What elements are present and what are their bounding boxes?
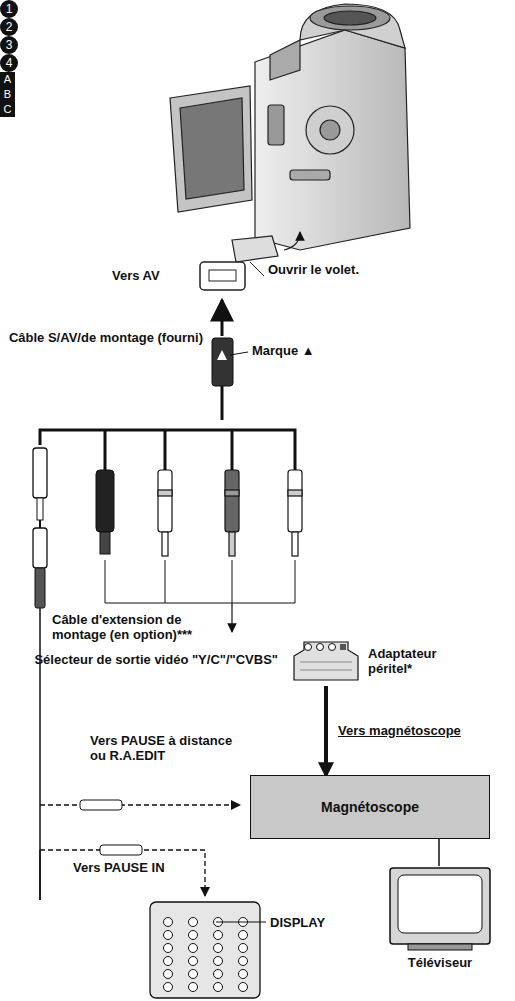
node-label: Magnétoscope [321,800,419,815]
callout-number: 4 [0,54,18,72]
jack-label: Vers PAUSE à distance ou R.A.EDIT [90,733,240,763]
remote-button [164,944,173,953]
remote-button [164,931,173,940]
remote-button [164,918,173,927]
tv-set: Téléviseur [388,866,492,970]
cable-label: Câble d'extension de montage (en option)… [52,612,222,642]
remote-button [239,931,248,940]
remote-button [189,970,198,979]
callout-number: 1 [0,0,18,18]
button-label: DISPLAY [270,915,350,930]
jack-label: Vers PAUSE IN [73,860,193,875]
port-label: Vers AV [112,268,192,283]
remote-button [189,918,198,927]
letter-marker: C [0,102,15,117]
letter-marker: B [0,87,15,102]
remote-button [214,983,223,992]
remote-button [214,931,223,940]
callout-number: 2 [0,18,18,36]
remote-button [214,970,223,979]
remote-button [239,957,248,966]
remote-button [214,944,223,953]
node-label: Téléviseur [408,955,472,970]
remote-button [189,944,198,953]
remote-button [239,983,248,992]
camcorder [170,4,410,262]
connector [438,839,440,866]
connector [324,686,328,775]
remote-button [189,931,198,940]
remote-button [164,957,173,966]
remote-button [164,970,173,979]
callout-label: Marque ▲ [252,343,342,358]
callout-number: 3 [0,36,18,54]
callout-label: Ouvrir le volet. [268,262,388,277]
tv-shape [388,866,492,952]
remote-button [239,970,248,979]
vcr-box: Magnétoscope [250,775,490,839]
scart-adapter: Adaptateur péritel* [290,636,478,686]
remote-button [214,957,223,966]
letter-marker: A [0,72,15,87]
remote-button [189,957,198,966]
remote-button [189,983,198,992]
callout-label: Sélecteur de sortie vidéo "Y/C"/"CVBS" [20,652,278,667]
remote-control [150,902,260,998]
cable-label: Câble S/AV/de montage (fourni) [8,330,203,345]
adapter-shape [290,636,362,686]
edge-label: Vers magnétoscope [336,723,463,738]
remote-button [164,983,173,992]
node-label: Adaptateur péritel* [368,646,478,676]
remote-button [239,944,248,953]
